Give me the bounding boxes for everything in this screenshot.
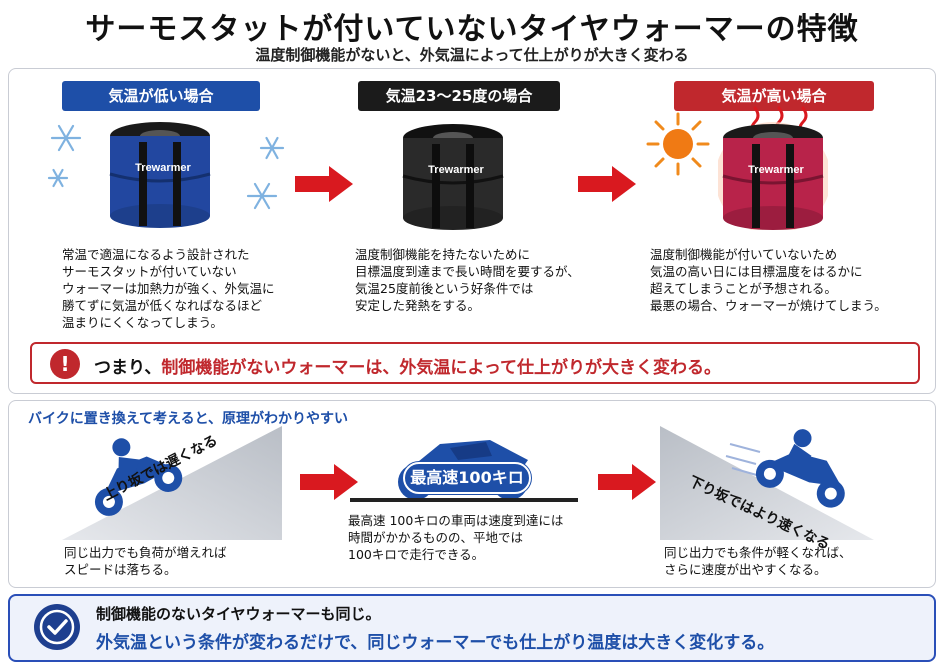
conclusion-alert: ! つまり、制御機能がないウォーマーは、外気温によって仕上がりが大きく変わる。 [30,342,920,384]
summary-line-2: 外気温という条件が変わるだけで、同じウォーマーでも仕上がり温度は大きく変化する。 [96,633,775,653]
downhill-slope [660,426,874,540]
tire-warmer-blue: Trewarmer [109,122,211,228]
low-temp-description: 常温で適温になるよう設計された サーモスタットが付いていない ウォーマーは加熱力… [62,247,275,330]
snowflake-icon [47,124,82,188]
arrow-right-icon [578,166,636,202]
downhill-description: 同じ出力でも条件が軽くなれば、 さらに速度が出やすくなる。 [664,545,852,577]
page-subtitle: 温度制御機能がないと、外気温によって仕上がりが大きく変わる [255,46,689,64]
arrow-right-icon [598,464,656,500]
uphill-slope [62,426,282,540]
alert-emphasis: 制御機能がないウォーマーは、外気温によって仕上がりが大きく変わる。 [161,358,721,378]
tire-warmer-red: Trewarmer [718,122,828,230]
mid-temp-description: 温度制御機能を持たないために 目標温度到達まで長い時間を要するが、 気温25度前… [355,247,580,313]
sun-icon [646,112,710,176]
alert-icon: ! [50,349,80,379]
low-temp-label: 気温が低い場合 [62,81,260,111]
tire-brand-label: Trewarmer [748,164,804,176]
page-title: サーモスタットが付いていないタイヤウォーマーの特徴 [85,12,859,47]
tire-brand-label: Trewarmer [135,162,191,174]
arrow-right-icon [300,464,358,500]
alert-text: つまり、制御機能がないウォーマーは、外気温によって仕上がりが大きく変わる。 [94,353,721,378]
high-temp-label: 気温が高い場合 [674,81,874,111]
motorcycle-icon [755,429,845,508]
alert-prefix: つまり、 [94,358,162,378]
speed-badge: 最高速100キロ [403,462,531,494]
mid-temp-label: 気温23～25度の場合 [358,81,560,111]
road-line [350,498,578,502]
summary-panel [8,594,936,662]
tire-brand-label: Trewarmer [428,164,484,176]
motorcycle-icon [94,438,183,516]
bike-analogy-heading: バイクに置き換えて考えると、原理がわかりやすい [28,411,349,427]
tire-warmer-black: Trewarmer [402,124,504,230]
arrow-right-icon [295,166,353,202]
flat-description: 最高速 100キロの車両は速度到達には 時間がかかるものの、平地では 100キロ… [348,513,564,562]
snowflake-icon [246,136,285,210]
check-icon [34,604,80,650]
summary-line-1: 制御機能のないタイヤウォーマーも同じ。 [96,605,381,623]
high-temp-description: 温度制御機能が付いていないため 気温の高い日には目標温度をはるかに 超えてしまう… [650,247,887,313]
uphill-description: 同じ出力でも負荷が増えれば スピードは落ちる。 [64,545,227,577]
